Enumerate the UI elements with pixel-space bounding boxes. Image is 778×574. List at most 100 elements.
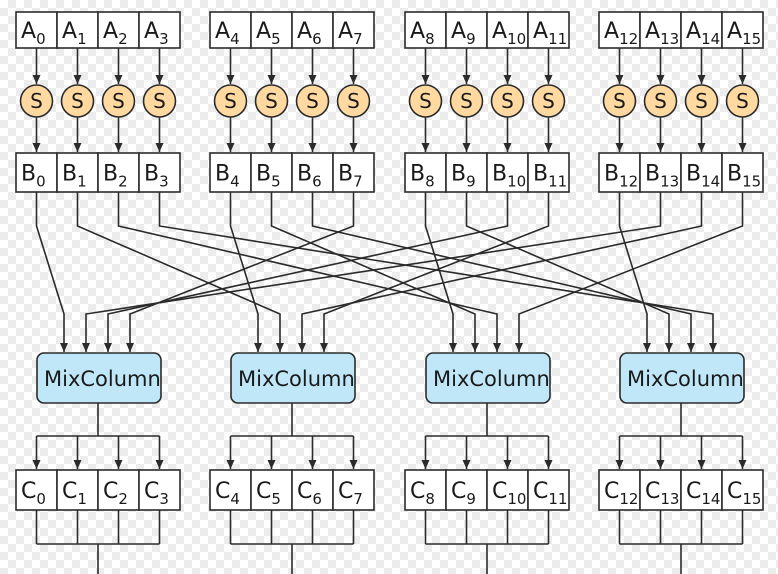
sbox: S: [531, 84, 566, 118]
b-cell: B6: [291, 152, 334, 193]
a-cell-label: A1: [62, 19, 87, 48]
a-cell-label: A8: [410, 19, 435, 48]
sbox-label: S: [736, 89, 749, 113]
mixcolumn-label: MixColumn: [433, 367, 550, 391]
a-cell: A5: [250, 11, 293, 49]
mixcolumn-box: MixColumn: [230, 352, 356, 404]
a-cell-label: A10: [492, 19, 526, 48]
c-cell-label: C1: [62, 479, 87, 508]
b-cell: B14: [680, 152, 723, 193]
sbox: S: [213, 84, 248, 118]
b-cell: B12: [598, 152, 641, 193]
b-cell-label: B3: [144, 162, 169, 191]
b-cell-label: B12: [604, 162, 638, 191]
a-cell: A14: [680, 11, 723, 49]
c-cell-label: C12: [604, 479, 638, 508]
sbox-label: S: [306, 89, 319, 113]
b-cell-label: B13: [645, 162, 679, 191]
sbox-label: S: [347, 89, 360, 113]
sbox: S: [725, 84, 760, 118]
mixcolumn-box: MixColumn: [619, 352, 745, 404]
c-cell-label: C0: [21, 479, 46, 508]
c-cell: C11: [527, 469, 570, 511]
c-cell-label: C15: [727, 479, 761, 508]
mixcolumn-box: MixColumn: [36, 352, 162, 404]
c-cell: C1: [56, 469, 99, 511]
b-cell: B7: [332, 152, 375, 193]
c-cell-label: C9: [451, 479, 476, 508]
sbox: S: [19, 84, 54, 118]
c-cell: C8: [404, 469, 447, 511]
c-cell-label: C10: [492, 479, 526, 508]
c-cell-label: C7: [338, 479, 363, 508]
c-cell: C14: [680, 469, 723, 511]
connection-wires: [32, 48, 747, 574]
sbox: S: [254, 84, 289, 118]
a-cell-label: A11: [533, 19, 567, 48]
b-cell-label: B0: [21, 162, 46, 191]
b-cell-label: B8: [410, 162, 435, 191]
sbox: S: [684, 84, 719, 118]
c-cell: C6: [291, 469, 334, 511]
c-cell: C3: [138, 469, 181, 511]
sbox-label: S: [153, 89, 166, 113]
a-cell: A3: [138, 11, 181, 49]
c-cell: C10: [486, 469, 529, 511]
c-cell-label: C2: [103, 479, 128, 508]
b-cell: B3: [138, 152, 181, 193]
b-cell-label: B7: [338, 162, 363, 191]
b-cell: B8: [404, 152, 447, 193]
a-cell-label: A13: [645, 19, 679, 48]
a-cell: A6: [291, 11, 334, 49]
c-cell: C12: [598, 469, 641, 511]
c-cell-label: C11: [533, 479, 567, 508]
c-cell: C13: [639, 469, 682, 511]
mixcolumn-label: MixColumn: [627, 367, 744, 391]
b-cell: B10: [486, 152, 529, 193]
b-cell: B1: [56, 152, 99, 193]
b-cell-label: B10: [492, 162, 526, 191]
c-cell-label: C5: [256, 479, 281, 508]
sbox-label: S: [30, 89, 43, 113]
sbox-label: S: [224, 89, 237, 113]
a-cell-label: A7: [338, 19, 363, 48]
c-cell-label: C6: [297, 479, 322, 508]
b-cell: B0: [15, 152, 58, 193]
b-cell-label: B15: [727, 162, 761, 191]
a-cell: A13: [639, 11, 682, 49]
c-cell-label: C14: [686, 479, 720, 508]
a-cell: A8: [404, 11, 447, 49]
mixcolumn-label: MixColumn: [238, 367, 355, 391]
b-cell: B2: [97, 152, 140, 193]
sbox-label: S: [71, 89, 84, 113]
mixcolumn-row: MixColumn MixColumn MixColumn MixColumn: [36, 352, 745, 404]
c-cell: C0: [15, 469, 58, 511]
a-cell-label: A9: [451, 19, 476, 48]
sbox: S: [336, 84, 371, 118]
a-cell-label: A2: [103, 19, 128, 48]
sbox-label: S: [695, 89, 708, 113]
sbox: S: [60, 84, 95, 118]
b-cell: B11: [527, 152, 570, 193]
sbox-label: S: [501, 89, 514, 113]
mixcolumn-label: MixColumn: [44, 367, 161, 391]
b-cell-label: B5: [256, 162, 281, 191]
c-cell: C5: [250, 469, 293, 511]
b-cell-label: B4: [215, 162, 240, 191]
a-cell: A7: [332, 11, 375, 49]
b-cell: B4: [209, 152, 252, 193]
sbox-label: S: [613, 89, 626, 113]
a-cell: A15: [721, 11, 764, 49]
c-cell: C9: [445, 469, 488, 511]
b-cell-label: B6: [297, 162, 322, 191]
a-cell: A0: [15, 11, 58, 49]
a-cell-label: A12: [604, 19, 638, 48]
c-cell-label: C3: [144, 479, 169, 508]
c-cell-label: C13: [645, 479, 679, 508]
b-cell-label: B1: [62, 162, 87, 191]
a-cell: A1: [56, 11, 99, 49]
sbox: S: [101, 84, 136, 118]
